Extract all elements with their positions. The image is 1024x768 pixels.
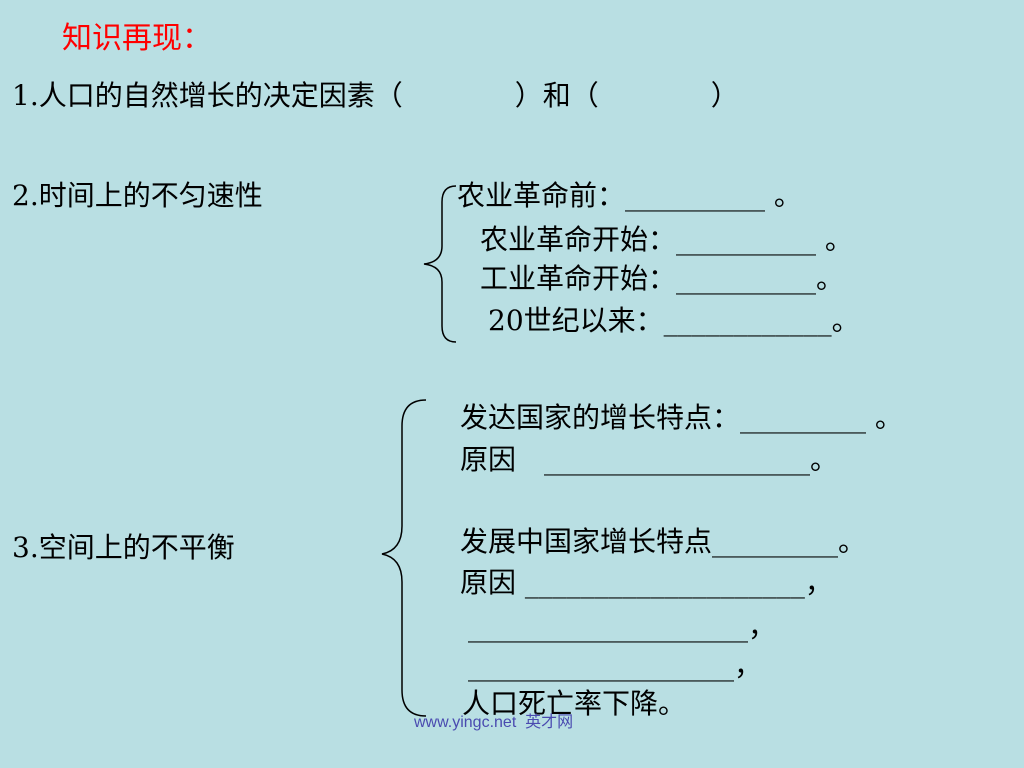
q3-death-rate-line: 人口死亡率下降。 <box>462 687 687 720</box>
q3-developing-features: 发展中国家增长特点_________。 <box>460 525 867 558</box>
q2-line-industrial-start: 工业革命开始：__________。 <box>480 262 845 295</box>
section-heading: 知识再现： <box>62 21 212 56</box>
q3-blank-line-2: ___________________， <box>468 649 763 682</box>
question-2-label: 2.时间上的不匀速性 <box>12 179 263 212</box>
watermark: www.yingc.net 英才网 <box>414 714 574 731</box>
q3-developing-reason: 原因 ____________________， <box>460 566 833 599</box>
q3-developed-reason: 原因 ___________________。 <box>460 443 839 476</box>
q2-line-agri-start: 农业革命开始：__________ 。 <box>480 223 853 256</box>
q3-blank-line-1: ____________________， <box>468 610 777 643</box>
q2-line-20th-century: 20世纪以来：____________。 <box>488 304 860 337</box>
q3-developed-features: 发达国家的增长特点：_________ 。 <box>460 401 903 434</box>
q2-line-agri-before: 农业革命前：__________ 。 <box>457 179 802 212</box>
brace-icon <box>381 399 427 717</box>
question-3-label: 3.空间上的不平衡 <box>12 531 235 564</box>
brace-icon <box>423 185 457 343</box>
question-1: 1.人口的自然增长的决定因素（ ）和（ ） <box>12 79 739 112</box>
